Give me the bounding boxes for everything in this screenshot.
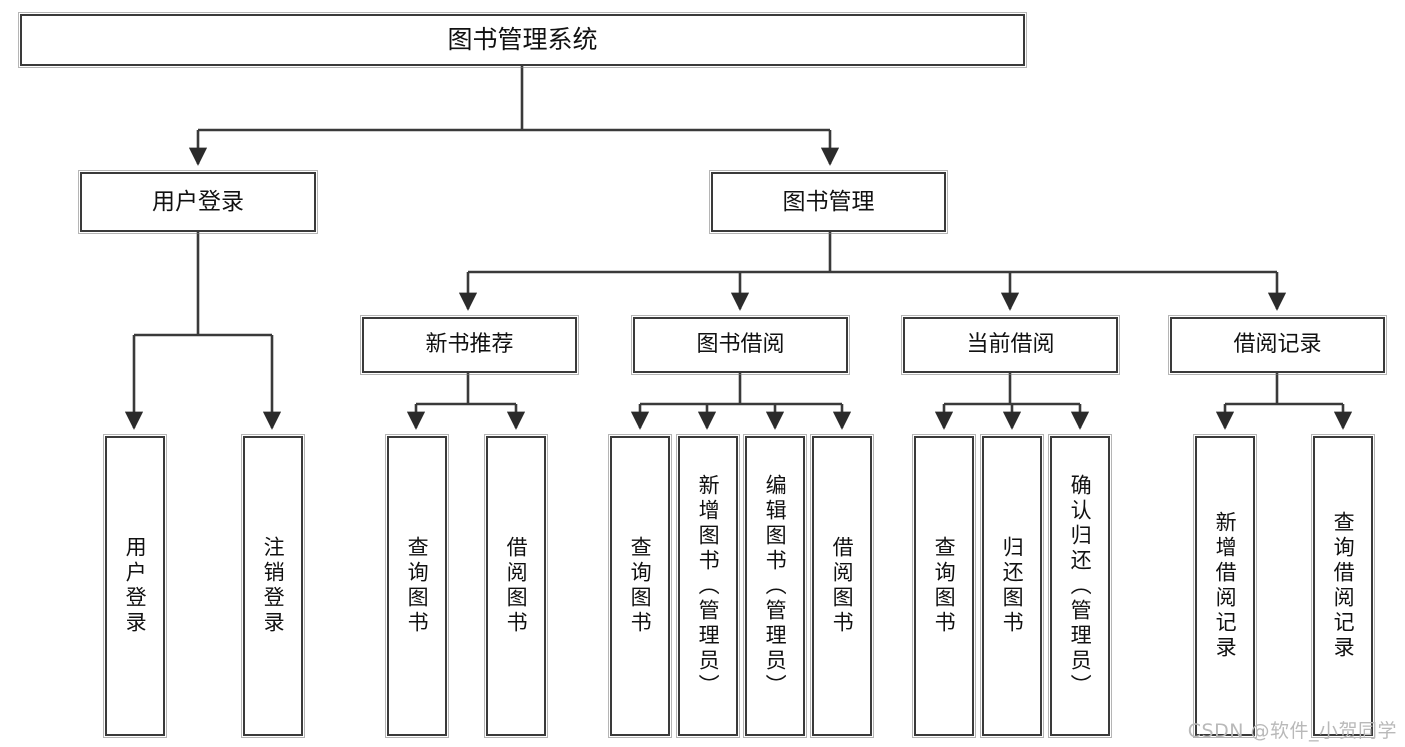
leaf-label: 借阅图书 (504, 536, 529, 636)
node-leaf-query-borrow-record[interactable]: 查询借阅记录 (1311, 434, 1375, 738)
node-new-book-recommend[interactable]: 新书推荐 (360, 315, 579, 375)
node-leaf-add-book-admin[interactable]: 新增图书（管理员） (676, 434, 740, 738)
node-leaf-logout[interactable]: 注销登录 (241, 434, 305, 738)
node-leaf-confirm-return-admin[interactable]: 确认归还（管理员） (1048, 434, 1112, 738)
node-leaf-borrow-book[interactable]: 借阅图书 (810, 434, 874, 738)
node-current-borrow[interactable]: 当前借阅 (901, 315, 1120, 375)
node-book-borrow[interactable]: 图书借阅 (631, 315, 850, 375)
leaf-label: 用户登录 (123, 536, 148, 636)
watermark-text: CSDN @软件_小贺同学 (1187, 720, 1397, 742)
leaf-label: 确认归还（管理员） (1068, 473, 1093, 699)
node-leaf-user-login[interactable]: 用户登录 (103, 434, 167, 738)
leaf-label: 归还图书 (1000, 536, 1025, 636)
node-leaf-borrow-book-recommend[interactable]: 借阅图书 (484, 434, 548, 738)
leaf-label: 新增借阅记录 (1213, 511, 1238, 661)
node-book-management[interactable]: 图书管理 (709, 170, 948, 234)
leaf-label: 查询图书 (628, 536, 653, 636)
leaf-label: 编辑图书（管理员） (763, 473, 788, 699)
leaf-label: 借阅图书 (830, 536, 855, 636)
leaf-label: 新增图书（管理员） (696, 473, 721, 699)
leaf-label: 查询图书 (932, 536, 957, 636)
leaf-label: 查询借阅记录 (1331, 511, 1356, 661)
leaf-label: 查询图书 (405, 536, 430, 636)
node-leaf-return-book[interactable]: 归还图书 (980, 434, 1044, 738)
leaf-label: 注销登录 (261, 536, 286, 636)
node-borrow-record[interactable]: 借阅记录 (1168, 315, 1387, 375)
node-leaf-add-borrow-record[interactable]: 新增借阅记录 (1193, 434, 1257, 738)
node-leaf-edit-book-admin[interactable]: 编辑图书（管理员） (743, 434, 807, 738)
node-leaf-query-book-current[interactable]: 查询图书 (912, 434, 976, 738)
node-user-login[interactable]: 用户登录 (78, 170, 318, 234)
node-leaf-query-book-recommend[interactable]: 查询图书 (385, 434, 449, 738)
node-root-book-management-system[interactable]: 图书管理系统 (18, 12, 1027, 68)
node-leaf-query-book-borrow[interactable]: 查询图书 (608, 434, 672, 738)
